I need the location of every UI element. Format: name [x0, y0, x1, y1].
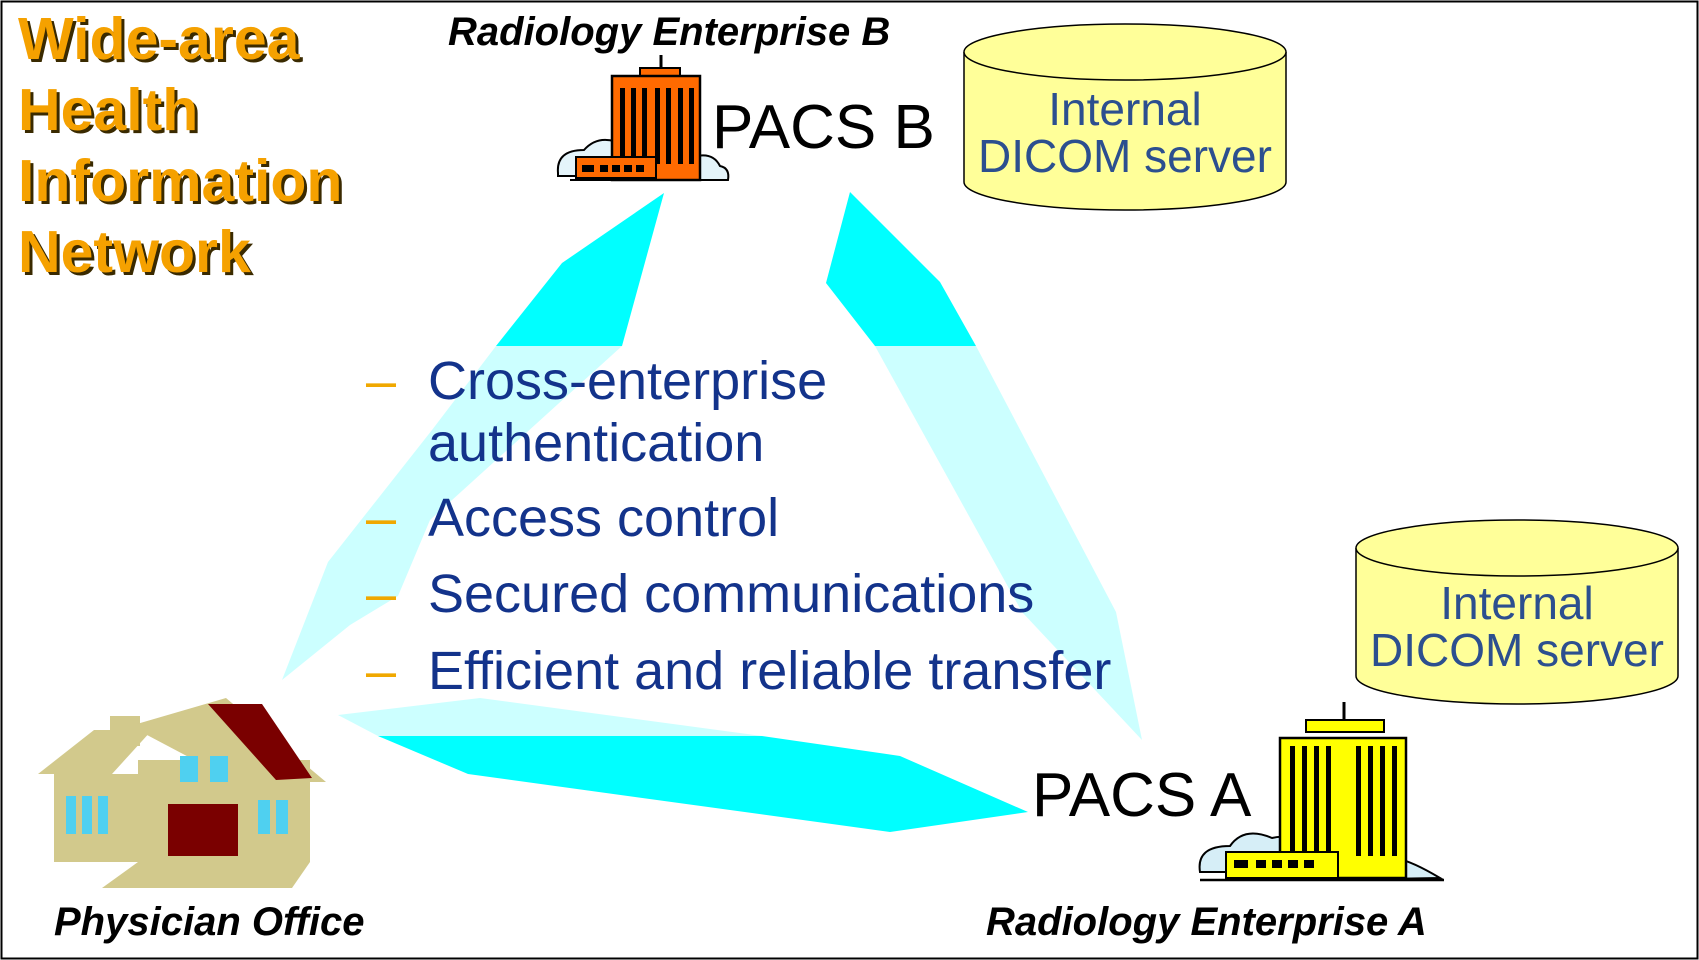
- enterprise-b-label: Radiology Enterprise B: [448, 10, 891, 54]
- pacs-a-label: PACS A: [1032, 761, 1252, 830]
- enterprise-b-building-icon: [556, 55, 730, 182]
- dicom-server-a-cylinder: [1355, 519, 1679, 705]
- enterprise-a-building-icon: [1198, 702, 1444, 882]
- dicom-server-b-line2: DICOM server: [978, 130, 1272, 182]
- bullet-3-text: Secured communications: [428, 564, 1035, 624]
- physician-office-house-icon: [38, 698, 326, 888]
- pacs-b-label: PACS B: [712, 93, 935, 162]
- bullet-dash: –: [366, 488, 397, 548]
- dicom-server-a-line2: DICOM server: [1370, 624, 1664, 676]
- bullet-4-text: Efficient and reliable transfer: [428, 641, 1112, 701]
- title-line-3: Information: [18, 148, 343, 214]
- link-enterprise-b-to-enterprise-a: [826, 192, 1142, 740]
- bullet-2-text: Access control: [428, 488, 780, 548]
- title-line-1: Wide-area: [18, 6, 300, 72]
- link-physician-to-enterprise-a: [338, 698, 1028, 832]
- dicom-server-b-cylinder: [963, 23, 1287, 211]
- physician-office-label: Physician Office: [54, 900, 365, 944]
- bullet-1-line1: Cross-enterprise: [428, 351, 828, 411]
- title-line-2: Health: [18, 77, 199, 143]
- dicom-server-b-line1: Internal: [1048, 83, 1202, 135]
- title-line-4: Network: [18, 219, 251, 285]
- bullet-dash: –: [366, 351, 397, 411]
- bullet-1-line2: authentication: [428, 413, 765, 473]
- bullet-dash: –: [366, 564, 397, 624]
- dicom-server-a-label: Internal DICOM server: [1356, 580, 1678, 674]
- bullet-dash: –: [366, 641, 397, 701]
- dicom-server-a-line1: Internal: [1440, 577, 1594, 629]
- dicom-server-b-label: Internal DICOM server: [964, 86, 1286, 180]
- enterprise-a-label: Radiology Enterprise A: [986, 900, 1427, 944]
- link-physician-to-enterprise-b: [282, 193, 664, 680]
